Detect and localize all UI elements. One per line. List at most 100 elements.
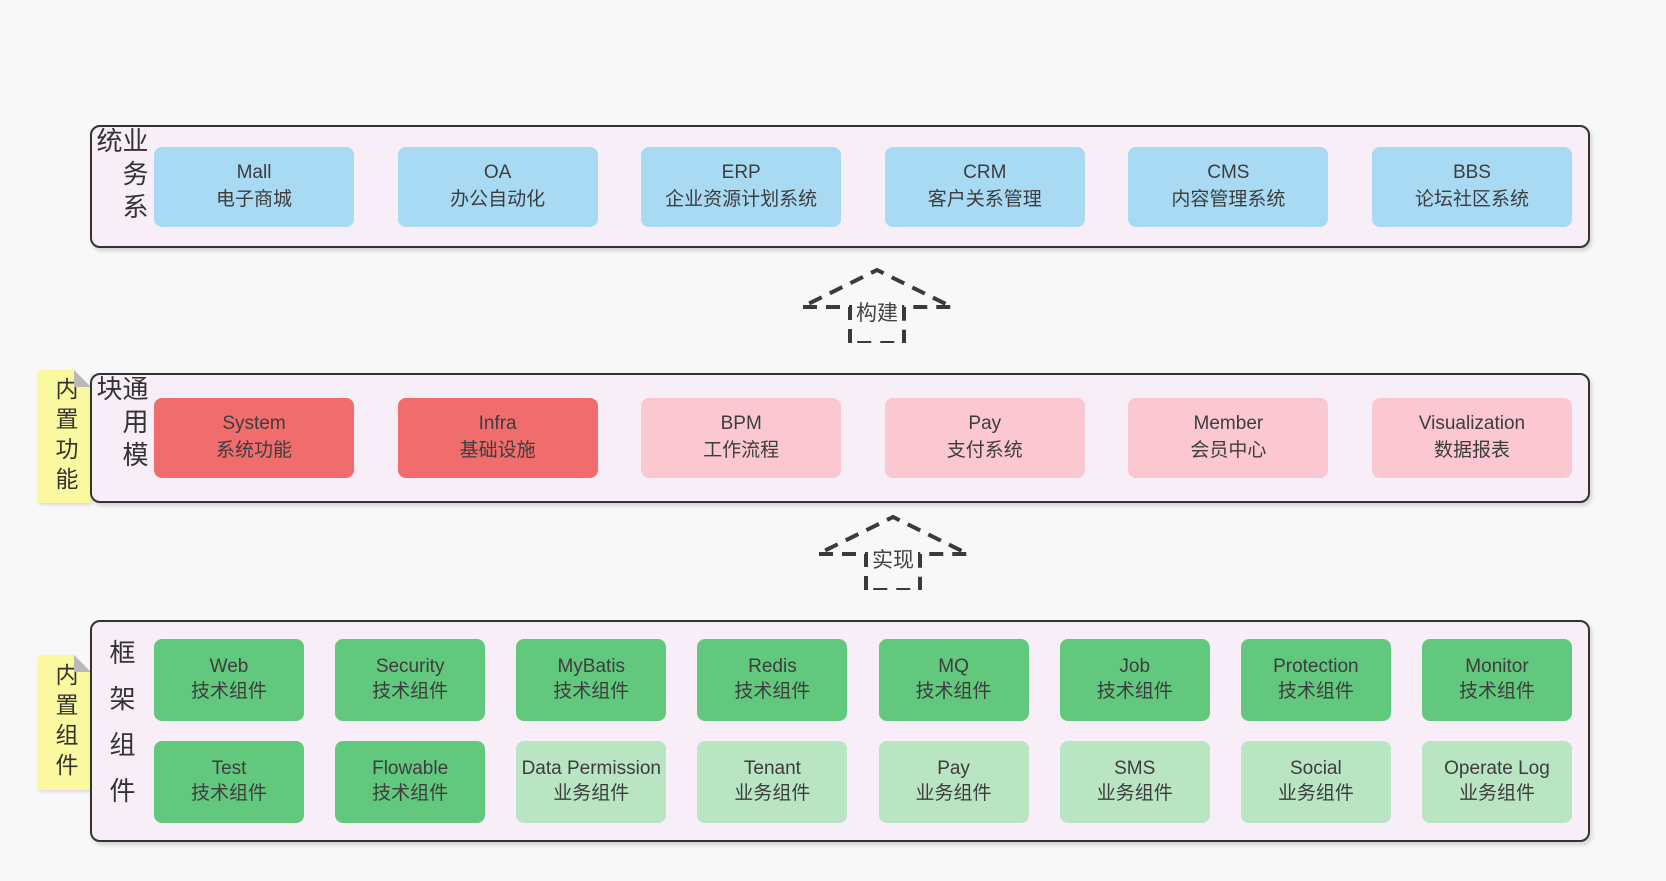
box-subtitle: 系统功能 — [215, 440, 292, 461]
built-in-features-tab: 内置功能 — [38, 370, 91, 503]
box-title: CRM — [963, 161, 1007, 183]
box-title: BPM — [720, 413, 762, 435]
tech-components-row: Web 技术组件 Security 技术组件 MyBatis 技术组件 Redi… — [154, 639, 1572, 721]
box-title: System — [222, 413, 286, 435]
box-cms: CMS 内容管理系统 — [1128, 146, 1329, 227]
built-in-features-tab-label: 内置功能 — [52, 376, 78, 497]
box-subtitle: 技术组件 — [1096, 681, 1173, 702]
box-erp: ERP 企业资源计划系统 — [641, 146, 842, 227]
box-bpm: BPM 工作流程 — [641, 398, 842, 478]
box-subtitle: 论坛社区系统 — [1414, 188, 1529, 210]
box-subtitle: 企业资源计划系统 — [665, 188, 818, 210]
box-flowable: Flowable 技术组件 — [335, 741, 486, 823]
box-subtitle: 会员中心 — [1190, 440, 1267, 461]
build-arrow-label: 构建 — [853, 297, 901, 327]
box-member: Member 会员中心 — [1128, 398, 1329, 478]
box-crm: CRM 客户关系管理 — [884, 146, 1085, 227]
box-title: Protection — [1273, 656, 1359, 678]
box-title: Visualization — [1418, 413, 1526, 435]
box-mybatis: MyBatis 技术组件 — [516, 639, 667, 721]
box-title: Pay — [937, 758, 970, 780]
box-subtitle: 电子商城 — [215, 188, 292, 210]
box-monitor: Monitor 技术组件 — [1421, 639, 1572, 721]
box-title: MQ — [938, 656, 969, 678]
box-title: Tenant — [743, 758, 801, 780]
box-subtitle: 技术组件 — [553, 681, 630, 702]
box-tenant: Tenant 业务组件 — [697, 741, 848, 823]
box-title: Infra — [478, 413, 517, 435]
box-test: Test 技术组件 — [154, 741, 304, 823]
built-in-components-tab-label: 内置组件 — [52, 662, 78, 783]
box-subtitle: 基础设施 — [459, 440, 536, 461]
build-arrow: 构建 — [792, 261, 962, 343]
box-infra: Infra 基础设施 — [397, 398, 598, 478]
box-job: Job 技术组件 — [1059, 639, 1210, 721]
box-pay-module: Pay 支付系统 — [884, 398, 1085, 478]
box-mq: MQ 技术组件 — [878, 639, 1029, 721]
built-in-components-tab: 内置组件 — [38, 655, 91, 790]
box-protection: Protection 技术组件 — [1240, 639, 1391, 721]
business-systems-label: 业务系统 — [93, 127, 149, 226]
box-redis: Redis 技术组件 — [697, 639, 848, 721]
box-title: Member — [1193, 413, 1264, 435]
box-title: Job — [1119, 656, 1151, 678]
box-title: Flowable — [372, 758, 449, 780]
box-title: Monitor — [1465, 656, 1529, 678]
box-subtitle: 办公自动化 — [450, 188, 546, 210]
box-sms: SMS 业务组件 — [1059, 741, 1210, 823]
box-subtitle: 技术组件 — [190, 681, 267, 702]
implement-arrow: 实现 — [808, 508, 978, 590]
box-subtitle: 业务组件 — [734, 783, 811, 804]
box-social: Social 业务组件 — [1240, 741, 1391, 823]
box-subtitle: 业务组件 — [553, 783, 630, 804]
folded-corner-icon — [74, 370, 91, 387]
box-subtitle: 技术组件 — [734, 681, 811, 702]
box-subtitle: 技术组件 — [915, 681, 992, 702]
box-subtitle: 工作流程 — [703, 440, 780, 461]
box-web: Web 技术组件 — [154, 639, 304, 721]
box-title: BBS — [1452, 161, 1491, 183]
box-bbs: BBS 论坛社区系统 — [1371, 146, 1572, 227]
box-subtitle: 内容管理系统 — [1171, 188, 1286, 210]
box-subtitle: 技术组件 — [372, 783, 449, 804]
box-operate-log: Operate Log 业务组件 — [1421, 741, 1572, 823]
business-systems-boxes: Mall 电子商城 OA 办公自动化 ERP 企业资源计划系统 CRM 客户关系… — [150, 146, 1588, 227]
box-subtitle: 技术组件 — [1277, 681, 1354, 702]
box-subtitle: 技术组件 — [190, 783, 267, 804]
box-title: Security — [375, 656, 445, 678]
box-data-permission: Data Permission 业务组件 — [516, 741, 667, 823]
implement-arrow-label: 实现 — [869, 544, 917, 574]
box-title: Test — [211, 758, 247, 780]
box-title: MyBatis — [557, 656, 626, 678]
box-title: OA — [483, 161, 512, 183]
folded-corner-icon — [74, 655, 91, 672]
box-security: Security 技术组件 — [335, 639, 486, 721]
box-subtitle: 客户关系管理 — [927, 188, 1042, 210]
box-mall: Mall 电子商城 — [154, 146, 354, 227]
box-title: SMS — [1114, 758, 1156, 780]
box-system: System 系统功能 — [154, 398, 354, 478]
box-subtitle: 支付系统 — [946, 440, 1023, 461]
box-subtitle: 业务组件 — [1096, 783, 1173, 804]
box-subtitle: 技术组件 — [1458, 681, 1535, 702]
box-title: Pay — [968, 413, 1002, 435]
box-subtitle: 数据报表 — [1433, 440, 1510, 461]
box-subtitle: 业务组件 — [1277, 783, 1354, 804]
box-title: ERP — [721, 161, 761, 183]
business-components-row: Test 技术组件 Flowable 技术组件 Data Permission … — [154, 741, 1572, 823]
box-oa: OA 办公自动化 — [397, 146, 598, 227]
common-modules-panel: 通用模块 System 系统功能 Infra 基础设施 BPM 工作流程 Pay… — [90, 373, 1590, 503]
framework-components-label: 框架组件 — [106, 639, 136, 823]
box-title: Operate Log — [1444, 758, 1550, 780]
box-title: Data Permission — [521, 758, 661, 780]
box-title: Redis — [748, 656, 797, 678]
framework-components-panel: 框架组件 Web 技术组件 Security 技术组件 MyBatis 技术组件… — [90, 620, 1590, 842]
common-modules-boxes: System 系统功能 Infra 基础设施 BPM 工作流程 Pay 支付系统… — [150, 398, 1588, 478]
box-title: Web — [209, 656, 249, 678]
box-title: Mall — [236, 161, 272, 183]
framework-components-rows: Web 技术组件 Security 技术组件 MyBatis 技术组件 Redi… — [150, 639, 1588, 823]
box-subtitle: 业务组件 — [1458, 783, 1535, 804]
up-arrow-icon — [801, 267, 953, 343]
box-title: Social — [1289, 758, 1342, 780]
